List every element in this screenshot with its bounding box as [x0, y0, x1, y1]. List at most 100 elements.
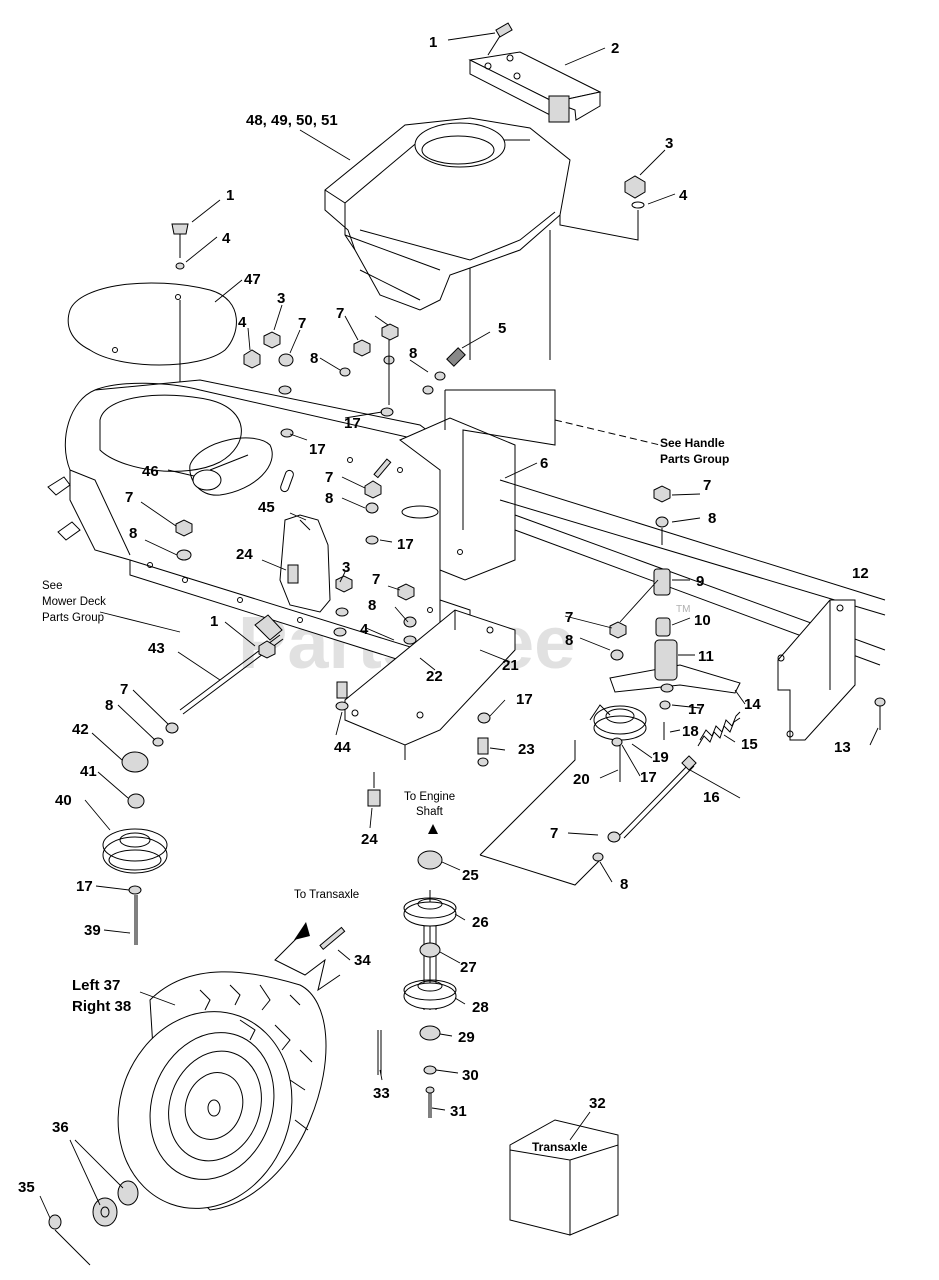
part-pulley-40	[102, 751, 168, 945]
callout-label: 22	[426, 668, 443, 685]
leader-lines	[39, 32, 879, 1219]
callout-label: 3	[277, 290, 285, 307]
part-spring-15	[697, 711, 741, 747]
part-engine	[324, 117, 571, 360]
note-see-handle-line1: See Handle	[660, 436, 725, 450]
transaxle-box-label: Transaxle	[532, 1140, 588, 1154]
callout-label: 41	[80, 763, 97, 780]
callout-label: 36	[52, 1119, 69, 1136]
callout-label: 7	[565, 609, 573, 626]
callout-label: 40	[55, 792, 72, 809]
callout-label: 44	[334, 739, 351, 756]
note-to-engine-shaft: To Engine Shaft	[404, 791, 455, 818]
callout-label: 26	[472, 914, 489, 931]
callout-label: 46	[142, 463, 159, 480]
callout-label: 24	[361, 831, 378, 848]
callout-label: 5	[498, 320, 506, 337]
callout-label: 23	[518, 741, 535, 758]
callout-label: 7	[550, 825, 558, 842]
callout-label: 2	[611, 40, 619, 57]
part-bolt-13	[874, 697, 886, 730]
part-bolt-top	[487, 22, 513, 56]
callout-label: 8	[310, 350, 318, 367]
callout-label: 45	[258, 499, 275, 516]
callout-label: 7	[120, 681, 128, 698]
callout-label: 35	[18, 1179, 35, 1196]
handle-reference-outline	[444, 389, 661, 530]
callout-label: Right 38	[72, 998, 131, 1015]
callout-label: 34	[354, 952, 371, 969]
part-rod-16	[619, 755, 697, 839]
part-wheel	[117, 971, 327, 1211]
part-transaxle-box	[509, 1119, 619, 1236]
callout-label: 7	[703, 477, 711, 494]
callout-label: 47	[244, 271, 261, 288]
arrow-to-engine-shaft	[428, 824, 438, 834]
callout-label: 6	[540, 455, 548, 472]
note-see-mower-deck: See Mower Deck Parts Group	[42, 580, 106, 624]
callout-label: 21	[502, 657, 519, 674]
part-washers-35-36	[48, 1180, 139, 1266]
part-drive-pulley-stack	[377, 850, 457, 1118]
callout-label: 29	[458, 1029, 475, 1046]
callout-label: 17	[397, 536, 414, 553]
trademark-mark: TM	[676, 604, 690, 615]
callout-label: 20	[573, 771, 590, 788]
note-mower-deck-line2: Mower Deck	[42, 596, 106, 608]
callout-label: 25	[462, 867, 479, 884]
callout-label: 8	[105, 697, 113, 714]
callout-label: 7	[336, 305, 344, 322]
part-bracket-12	[777, 599, 856, 741]
callout-label: 13	[834, 739, 851, 756]
callout-label: 19	[652, 749, 669, 766]
callout-label: 4	[238, 314, 247, 331]
callout-label: 8	[708, 510, 716, 527]
callout-label: 8	[325, 490, 333, 507]
callout-label: 17	[76, 878, 93, 895]
callout-label: 10	[694, 612, 711, 629]
callout-label: 16	[703, 789, 720, 806]
callout-label: 4	[360, 621, 369, 638]
callout-label: 30	[462, 1067, 479, 1084]
callout-label: 15	[741, 736, 758, 753]
callout-label: 7	[125, 489, 133, 506]
part-idler-arm-14	[609, 568, 741, 694]
note-see-handle-line2: Parts Group	[660, 452, 729, 466]
callout-label: 8	[565, 632, 573, 649]
note-to-transaxle: To Transaxle	[294, 889, 359, 901]
callout-label: 7	[372, 571, 380, 588]
callout-label: 3	[342, 559, 350, 576]
part-key-34	[319, 926, 346, 951]
callout-label: 12	[852, 565, 869, 582]
note-see-handle: See Handle Parts Group	[660, 436, 729, 466]
callout-label: 7	[325, 469, 333, 486]
note-mower-deck-line1: See	[42, 580, 62, 592]
callout-numbers: 1 2 48, 49, 50, 51 3 4 1 4 47 3 4 7 7 8 …	[18, 34, 869, 1196]
callout-label: 28	[472, 999, 489, 1016]
callout-label: 8	[368, 597, 376, 614]
callout-label: 17	[640, 769, 657, 786]
callout-label: 4	[222, 230, 231, 247]
note-mower-deck-line3: Parts Group	[42, 612, 104, 624]
callout-label: 17	[309, 441, 326, 458]
callout-label: 3	[665, 135, 673, 152]
callout-label: 33	[373, 1085, 390, 1102]
part-nut-3-top	[559, 175, 646, 241]
part-plate-21	[344, 609, 516, 760]
misc-fasteners	[152, 323, 674, 862]
callout-label: 24	[236, 546, 253, 563]
callout-label: 27	[460, 959, 477, 976]
callout-label: 4	[679, 187, 688, 204]
callout-label: 7	[298, 315, 306, 332]
callout-label: 18	[682, 723, 699, 740]
callout-label: 43	[148, 640, 165, 657]
callout-label: 1	[429, 34, 437, 51]
part-bolt-1-left	[171, 223, 189, 270]
callout-label: 31	[450, 1103, 467, 1120]
callout-label: 9	[696, 573, 704, 590]
callout-label: 8	[129, 525, 137, 542]
callout-label: 17	[344, 415, 361, 432]
callout-label: 32	[589, 1095, 606, 1112]
